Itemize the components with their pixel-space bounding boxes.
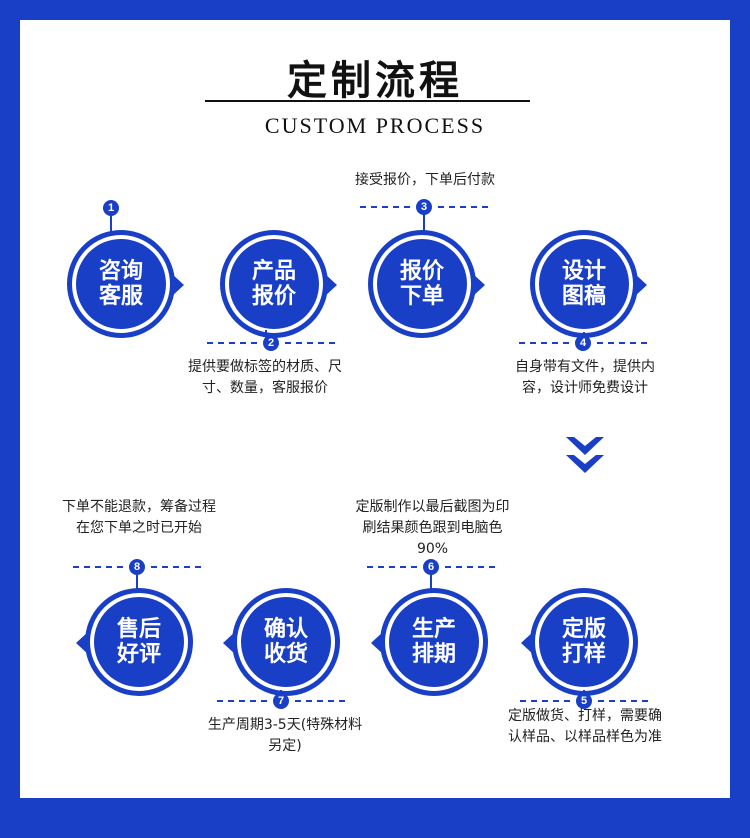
step-2-label: 产品报价 xyxy=(251,258,296,309)
step-7-label: 确认收货 xyxy=(263,616,308,667)
step-3-number-row: 3 xyxy=(360,199,488,215)
step-5-arrow-icon xyxy=(521,631,534,655)
step-4-label: 设计图稿 xyxy=(561,258,606,309)
step-4-number: 4 xyxy=(575,335,591,351)
step-1-arrow-icon xyxy=(171,273,184,297)
step-7-number: 7 xyxy=(273,693,289,709)
step-4-circle: 设计图稿 xyxy=(539,239,629,329)
step-8-circle: 售后好评 xyxy=(94,597,184,687)
step-2-arrow-icon xyxy=(324,273,337,297)
step-8-number-row: 8 xyxy=(73,559,201,575)
step-5-label: 定版打样 xyxy=(561,616,606,667)
step-1-label: 咨询客服 xyxy=(98,258,143,309)
step-1-circle: 咨询客服 xyxy=(76,239,166,329)
step-4-number-row: 4 xyxy=(519,335,647,351)
step-8-note: 下单不能退款，筹备过程在您下单之时已开始 xyxy=(62,499,216,536)
step-6-arrow-icon xyxy=(371,631,384,655)
step-6-label: 生产排期 xyxy=(411,616,456,667)
step-6-schedule: 生产排期 xyxy=(371,588,488,696)
step-1-number: 1 xyxy=(103,200,119,216)
step-3-note: 接受报价，下单后付款 xyxy=(355,172,495,188)
step-1-number-row: 1 xyxy=(102,200,120,216)
step-2-note: 提供要做标签的材质、尺寸、数量，客服报价 xyxy=(188,359,342,396)
step-2-quote: 产品报价 xyxy=(220,230,337,338)
chevron-down-icon xyxy=(574,437,596,446)
step-5-number: 5 xyxy=(576,693,592,709)
step-7-circle: 确认收货 xyxy=(241,597,331,687)
step-8-arrow-icon xyxy=(76,631,89,655)
step-6-circle: 生产排期 xyxy=(389,597,479,687)
step-5-number-row: 5 xyxy=(520,693,648,709)
step-6-note: 定版制作以最后截图为印刷结果颜色跟到电脑色90% xyxy=(355,499,510,557)
title-divider xyxy=(205,100,530,102)
connector-3 xyxy=(423,214,425,232)
step-4-note: 自身带有文件，提供内容，设计师免费设计 xyxy=(515,359,655,396)
step-3-number: 3 xyxy=(416,199,432,215)
step-4-design: 设计图稿 xyxy=(530,230,647,338)
step-3-arrow-icon xyxy=(472,273,485,297)
step-2-number: 2 xyxy=(263,335,279,351)
step-7-note: 生产周期3-5天(特殊材料另定) xyxy=(207,717,363,754)
step-8-label: 售后好评 xyxy=(116,616,161,667)
step-6-number: 6 xyxy=(423,559,439,575)
step-6-number-row: 6 xyxy=(367,559,495,575)
page-title: 定制流程 xyxy=(287,57,463,104)
chevron-down-icon xyxy=(574,455,596,464)
step-2-circle: 产品报价 xyxy=(229,239,319,329)
step-7-number-row: 7 xyxy=(217,693,345,709)
step-4-arrow-icon xyxy=(634,273,647,297)
connector-1 xyxy=(110,214,112,234)
step-5-circle: 定版打样 xyxy=(539,597,629,687)
connector-6 xyxy=(430,574,432,590)
page-subtitle: CUSTOM PROCESS xyxy=(264,113,486,138)
step-3-order: 报价下单 xyxy=(368,230,485,338)
step-7-arrow-icon xyxy=(223,631,236,655)
step-1-consult: 咨询客服 xyxy=(67,230,184,338)
step-3-label: 报价下单 xyxy=(399,258,444,309)
step-3-circle: 报价下单 xyxy=(377,239,467,329)
step-2-number-row: 2 xyxy=(207,335,335,351)
step-8-review: 售后好评 xyxy=(76,588,193,696)
step-5-sample: 定版打样 xyxy=(521,588,638,696)
connector-8 xyxy=(136,574,138,590)
step-8-number: 8 xyxy=(129,559,145,575)
step-7-receive: 确认收货 xyxy=(223,588,340,696)
step-5-note: 定版做货、打样，需要确认样品、以样品样色为准 xyxy=(508,708,662,745)
